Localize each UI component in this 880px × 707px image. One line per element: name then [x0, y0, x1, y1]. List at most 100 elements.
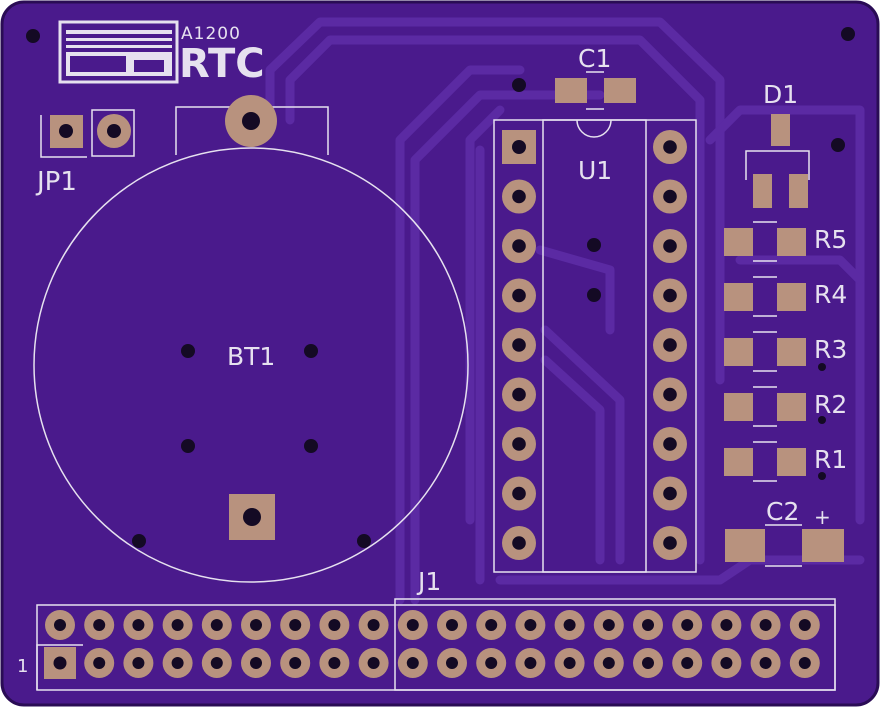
resistor-pad [777, 228, 806, 256]
c1-capacitor: C1 [555, 44, 636, 110]
drill-hole [132, 619, 145, 631]
drill-hole [171, 619, 184, 631]
via [357, 534, 371, 548]
logo-model: A1200 [181, 24, 241, 44]
drill-hole [602, 619, 615, 631]
logo-bar [66, 30, 172, 34]
d1-pad-3 [789, 174, 808, 208]
j1-silk-inner [394, 598, 836, 691]
j1-header: J1 1 [17, 567, 836, 691]
d1-diode: D1 [745, 80, 810, 208]
via [181, 344, 195, 358]
drill-hole [512, 437, 526, 451]
drill-hole [663, 387, 677, 402]
c2-capacitor: C2 + [725, 497, 844, 567]
bt1-outline [33, 147, 469, 583]
j1-drill [53, 656, 67, 670]
drill-hole [367, 657, 380, 669]
u1-drill [512, 140, 526, 154]
jp1-silk [40, 115, 87, 158]
c2-pad-2 [802, 529, 844, 562]
drill-hole [328, 619, 341, 631]
jp1-jumper: JP1 [35, 109, 135, 197]
drill-hole [485, 657, 498, 669]
drill-hole [798, 657, 811, 669]
via [304, 439, 318, 453]
drill-hole [512, 387, 526, 402]
logo-frame [58, 20, 179, 84]
resistor-pad [777, 283, 806, 311]
drill-hole [663, 189, 677, 204]
logo-keys [134, 60, 164, 72]
jp1-drill [59, 124, 73, 138]
drill-hole [563, 619, 576, 631]
drill-hole [602, 657, 615, 669]
r4-label: R4 [814, 280, 847, 309]
drill-hole [512, 338, 526, 352]
c1-label: C1 [578, 44, 611, 73]
drill-hole [485, 619, 498, 631]
bt1-label: BT1 [227, 342, 275, 371]
logo: A1200 RTC [58, 20, 265, 87]
u1-label: U1 [578, 156, 612, 185]
mount-hole [841, 27, 855, 41]
resistor-pad [724, 228, 753, 256]
via [132, 534, 146, 548]
drill-hole [663, 140, 677, 154]
resistor-pad [724, 393, 753, 421]
drill-hole [210, 657, 223, 669]
j1-pin1-mark [36, 644, 83, 690]
j1-pins [45, 610, 820, 678]
drill-hole [446, 657, 458, 669]
drill-hole [512, 288, 526, 303]
logo-title: RTC [179, 41, 265, 87]
u1-silk-inner [542, 119, 647, 573]
drill-hole [524, 619, 537, 631]
r1-label: R1 [814, 445, 847, 474]
mount-hole [26, 29, 40, 43]
drill-hole [798, 619, 811, 631]
drill-hole [406, 657, 419, 669]
via [512, 78, 526, 92]
via [818, 416, 826, 424]
c2-polarity: + [814, 505, 831, 529]
bt1-drill [243, 508, 261, 526]
via [181, 439, 195, 453]
via [818, 472, 826, 480]
drill-hole [512, 239, 526, 253]
drill-hole [93, 619, 106, 631]
drill-hole [720, 657, 733, 669]
drill-hole [367, 619, 380, 631]
drill-hole [446, 619, 458, 631]
drill-hole [93, 657, 106, 669]
j1-pin1-label: 1 [17, 656, 28, 677]
drill-hole [406, 619, 419, 631]
drill-hole [250, 657, 262, 669]
u1-chip: U1 [493, 119, 697, 573]
via [831, 138, 845, 152]
drill-hole [681, 619, 694, 631]
c1-pad-2 [604, 78, 636, 103]
logo-bar [66, 38, 172, 41]
j1-label: J1 [416, 567, 441, 596]
resistor-pad [777, 393, 806, 421]
logo-bar [66, 45, 172, 48]
resistor-array [724, 221, 806, 482]
r5-label: R5 [814, 225, 847, 254]
drill-hole [524, 657, 537, 669]
via [304, 344, 318, 358]
drill-hole [171, 657, 184, 669]
bt1-battery: BT1 [33, 95, 469, 583]
drill-hole [642, 619, 654, 631]
drill-hole [663, 536, 677, 550]
drill-hole [289, 619, 302, 631]
c2-label: C2 [766, 497, 799, 526]
drill-hole [512, 189, 526, 204]
d1-label: D1 [763, 80, 798, 109]
drill-hole [663, 288, 677, 303]
r3-label: R3 [814, 335, 847, 364]
drill-hole [759, 657, 772, 669]
resistor-pad [724, 338, 753, 366]
